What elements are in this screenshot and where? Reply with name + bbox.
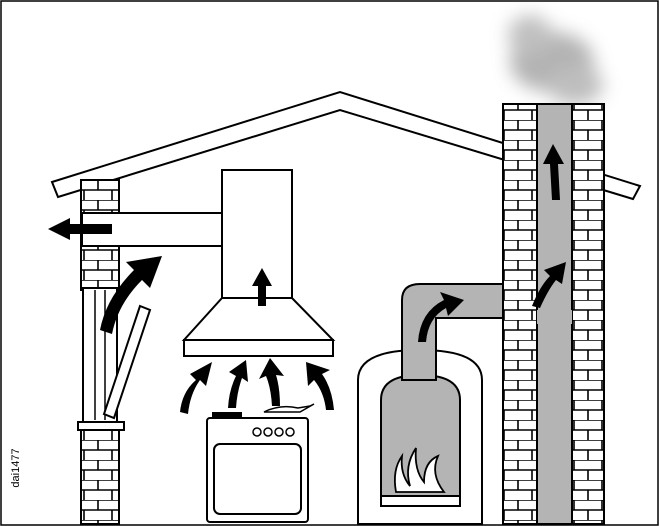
pot bbox=[212, 412, 242, 418]
fire-flames-icon bbox=[393, 447, 446, 493]
air-inflow-arrow-icon bbox=[100, 256, 162, 334]
window bbox=[82, 287, 152, 423]
cooker bbox=[206, 403, 315, 523]
smoke bbox=[508, 15, 603, 105]
chimney-up-arrow-icon bbox=[543, 144, 564, 200]
left-brick-wall bbox=[77, 179, 125, 525]
frying-pan bbox=[263, 403, 315, 413]
fumes-arrow-4-icon bbox=[306, 362, 334, 410]
flue-arrow-icon bbox=[418, 292, 464, 342]
exhaust-out-arrow-icon bbox=[48, 218, 112, 240]
house-roof bbox=[50, 90, 642, 201]
fireplace bbox=[357, 348, 483, 525]
fumes-arrow-2-icon bbox=[228, 360, 248, 408]
hood-up-arrow-icon bbox=[252, 268, 272, 306]
figure-code: dai1477 bbox=[10, 448, 22, 488]
cooker-hood bbox=[181, 169, 336, 357]
fumes-arrow-1-icon bbox=[180, 362, 212, 414]
fumes-arrow-3-icon bbox=[259, 358, 284, 406]
chimney bbox=[502, 103, 605, 525]
open-window-sash bbox=[102, 304, 152, 420]
chimney-entry-arrow-icon bbox=[532, 262, 566, 308]
airflow-arrows bbox=[48, 144, 566, 414]
